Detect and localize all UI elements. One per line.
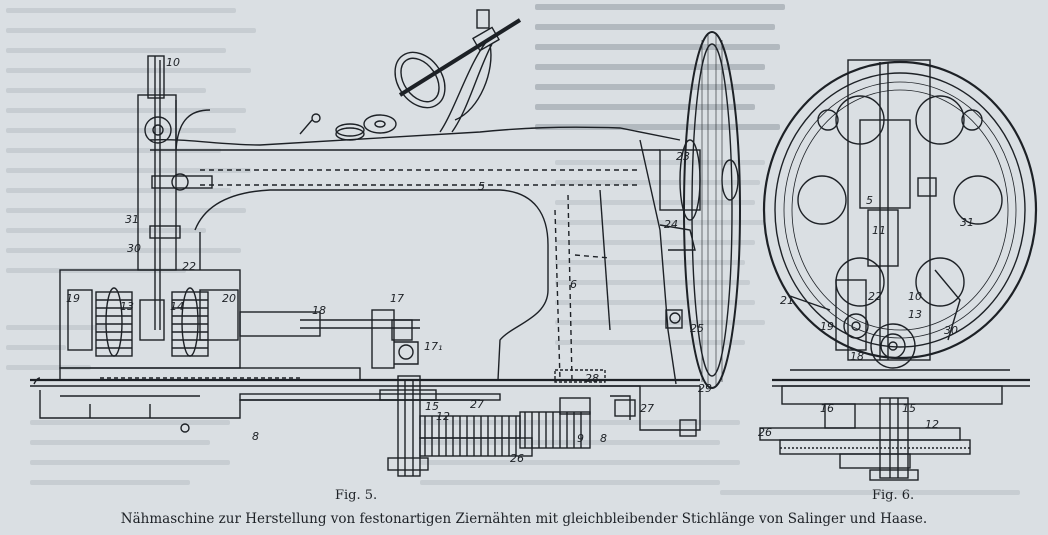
callout: 21 <box>780 294 794 307</box>
callout: 11 <box>872 224 886 237</box>
callout: 17 <box>390 292 404 305</box>
callout: 12 <box>925 418 939 431</box>
callout: 9 <box>577 432 584 445</box>
callout: 19 <box>820 320 834 333</box>
figure-caption: Nähmaschine zur Herstellung von festonar… <box>120 511 928 527</box>
callout: 15 <box>425 400 439 413</box>
fig6-drawing <box>759 59 1038 481</box>
callout: 18 <box>850 350 864 363</box>
callout: 8 <box>252 430 259 443</box>
callout: 17₁ <box>424 340 442 353</box>
callout: 26 <box>758 426 772 439</box>
callout: 5 <box>866 194 873 207</box>
callout: 13 <box>908 308 922 321</box>
callout: 23 <box>676 150 690 163</box>
fig5-drawing <box>30 9 741 477</box>
callout: 25 <box>690 322 704 335</box>
fig5-callouts: 10 5 23 24 31 30 22 19 13 14 20 18 17 17… <box>66 56 712 465</box>
callout: 22 <box>182 260 196 273</box>
callout: 30 <box>127 242 141 255</box>
callout: 26 <box>510 452 524 465</box>
callout: 30 <box>944 324 958 337</box>
callout: 8 <box>600 432 607 445</box>
callout: 12 <box>436 410 450 423</box>
callout: 18 <box>312 304 326 317</box>
callout: 27 <box>470 398 484 411</box>
callout: 10 <box>908 290 922 303</box>
callout: 14 <box>170 300 184 313</box>
callout: 19 <box>66 292 80 305</box>
callout: 20 <box>222 292 236 305</box>
callout: 29 <box>698 382 712 395</box>
callout: 24 <box>664 218 678 231</box>
callout: 27 <box>640 402 654 415</box>
fig6-label: Fig. 6. <box>872 488 915 503</box>
callout: 31 <box>125 213 139 226</box>
callout: 16 <box>820 402 834 415</box>
fig6-callouts: 5 11 31 21 22 10 13 19 18 30 16 15 12 26 <box>758 194 974 439</box>
callout: 28 <box>585 372 599 385</box>
callout: 22 <box>868 290 882 303</box>
callout: 6 <box>570 278 577 291</box>
callout: 15 <box>902 402 916 415</box>
callout: 13 <box>120 300 134 313</box>
fig5-label: Fig. 5. <box>335 488 378 503</box>
callout: 31 <box>960 216 974 229</box>
callout: 10 <box>166 56 180 69</box>
callout: 5 <box>478 180 485 193</box>
